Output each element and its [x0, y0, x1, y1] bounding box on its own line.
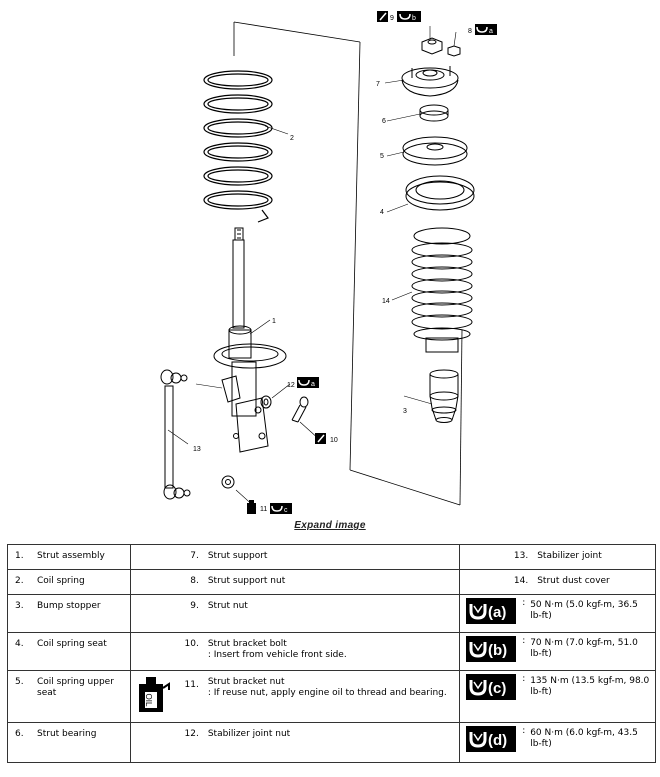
wrench-icon-10: [315, 433, 326, 444]
callout-4: 4: [380, 209, 384, 216]
svg-text:OIL: OIL: [144, 694, 153, 707]
svg-text:(d): (d): [488, 732, 507, 749]
part-number: 14.: [513, 576, 529, 586]
callout-5: 5: [380, 153, 384, 160]
strut-bearing: [419, 104, 449, 122]
wrench-icon: [377, 11, 388, 22]
strut-nut: [421, 37, 443, 55]
expand-image-link[interactable]: Expand image: [294, 520, 366, 531]
part-note: : If reuse nut, apply engine oil to thre…: [207, 688, 447, 698]
part-label: Strut assembly: [37, 551, 105, 561]
torque-d-icon: (d): [466, 726, 517, 752]
strut-support: [401, 66, 459, 97]
stabilizer-joint: [160, 369, 191, 500]
part-note: : Insert from vehicle front side.: [207, 650, 347, 660]
callout-7: 7: [376, 81, 380, 88]
strut-bracket-bolt: [291, 396, 309, 423]
svg-text:a: a: [489, 28, 493, 35]
part-number: 13.: [513, 551, 529, 561]
part-label: Bump stopper: [37, 601, 101, 611]
parts-legend-table: 1. Strut assembly 7. Strut support 13. Stab…: [7, 544, 656, 763]
part-label: Coil spring: [37, 576, 85, 586]
callout-3: 3: [403, 408, 407, 415]
callout-8: 8: [468, 28, 472, 35]
svg-text:a: a: [311, 381, 315, 388]
svg-text:(a): (a): [488, 604, 506, 621]
callout-13: 13: [193, 446, 201, 453]
part-number: 4.: [15, 639, 24, 649]
oil-can-icon-small: [247, 500, 256, 514]
part-label: Strut bracket nut: [207, 677, 285, 687]
callout-9: 9: [390, 15, 394, 22]
torque-value-b: 70 N·m (7.0 kgf-m, 51.0 lb-ft): [530, 638, 638, 659]
callout-14: 14: [382, 298, 390, 305]
table-row: 4. Coil spring seat 10. Strut bracket bolt…: [7, 632, 656, 671]
strut-dust-cover: [411, 227, 473, 353]
svg-text:(b): (b): [488, 642, 507, 659]
strut-bracket-nut: [221, 475, 235, 489]
table-row: 2. Coil spring 8. Strut support nut 14. Str…: [7, 569, 656, 595]
part-label: Coil spring upper seat: [37, 677, 114, 698]
svg-text:c: c: [284, 507, 288, 514]
torque-c-icon: (c): [466, 674, 517, 700]
svg-text:(c): (c): [488, 680, 506, 697]
torque-colon: :: [522, 674, 526, 684]
torque-colon: :: [522, 726, 526, 736]
callout-6: 6: [382, 118, 386, 125]
torque-value-a: 50 N·m (5.0 kgf-m, 36.5 lb-ft): [530, 600, 638, 621]
torque-badge-a-icon: a: [475, 24, 497, 35]
torque-colon: :: [522, 598, 526, 608]
callout-11: 11: [260, 506, 267, 513]
table-row: 3. Bump stopper 9. Strut nut (a) : 50 N·m …: [7, 594, 656, 633]
part-label: Strut support nut: [207, 576, 286, 586]
torque-value-d: 60 N·m (6.0 kgf-m, 43.5 lb-ft): [530, 728, 638, 749]
stabilizer-joint-nut: [260, 395, 272, 409]
svg-text:b: b: [412, 15, 416, 22]
part-label: Stabilizer joint nut: [207, 729, 291, 739]
part-number: 2.: [15, 576, 24, 586]
exploded-strut-diagram: 2 1 13 3 4 5 6 7 14 12 10 11 9 8 b a a: [160, 11, 497, 514]
table-row: 5. Coil spring upper seat OIL 11. Strut b…: [7, 670, 656, 723]
part-number: 3.: [15, 601, 24, 611]
bump-stopper: [429, 369, 459, 423]
part-number: 8.: [190, 576, 199, 586]
part-number: 6.: [15, 729, 24, 739]
torque-colon: :: [522, 636, 526, 646]
torque-a-icon: (a): [466, 598, 517, 624]
coil-spring: [203, 70, 273, 223]
part-number: 5.: [15, 677, 24, 687]
part-label: Coil spring seat: [37, 639, 107, 649]
assembly-frame-lines: [233, 21, 463, 506]
torque-badge-c-icon: c: [270, 503, 292, 514]
table-row: 6.Strut bearing 12.Stabilizer joint nut …: [7, 722, 656, 763]
part-label: Strut bracket bolt: [207, 639, 287, 649]
part-number: 1.: [15, 551, 24, 561]
part-label: Strut support: [207, 551, 268, 561]
part-label: Stabilizer joint: [537, 551, 602, 561]
table-row: 1. Strut assembly 7. Strut support 13. Stab…: [7, 544, 656, 570]
callout-10: 10: [330, 437, 338, 444]
part-number: 10.: [184, 639, 199, 649]
torque-badge-a-icon-12: a: [297, 377, 319, 388]
callout-2: 2: [290, 135, 294, 142]
part-number: 12.: [184, 729, 199, 739]
coil-spring-seat: [405, 175, 475, 211]
strut-assembly: [213, 227, 287, 453]
callout-1: 1: [272, 318, 276, 325]
part-label: Strut dust cover: [537, 576, 610, 586]
torque-badge-b-icon: b: [397, 11, 421, 22]
part-label: Strut nut: [207, 601, 248, 611]
torque-b-icon: (b): [466, 636, 517, 662]
part-number: 7.: [190, 551, 199, 561]
part-number: 11.: [184, 680, 199, 690]
coil-spring-upper-seat: [402, 136, 468, 166]
torque-value-c: 135 N·m (13.5 kgf-m, 98.0 lb-ft): [530, 676, 650, 697]
strut-support-nut: [447, 45, 461, 57]
part-label: Strut bearing: [37, 729, 97, 739]
oil-can-icon: OIL: [138, 677, 170, 712]
callout-12: 12: [287, 382, 295, 389]
part-number: 9.: [190, 601, 199, 611]
